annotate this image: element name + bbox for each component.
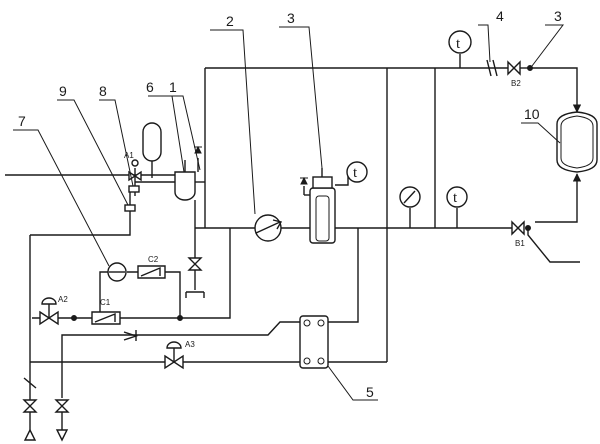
valve-label-a3: A3 xyxy=(185,340,195,349)
valve-label-a2: A2 xyxy=(58,295,68,304)
callout-4: 4 xyxy=(496,8,504,24)
valve-label-a1: A1 xyxy=(124,151,134,160)
filter-column xyxy=(300,168,349,244)
svg-text:t: t xyxy=(456,36,461,52)
valve-icon xyxy=(54,399,70,413)
expansion-vessel-icon xyxy=(142,122,162,162)
sensor-box-9 xyxy=(124,204,136,212)
svg-text:t: t xyxy=(353,165,358,181)
callout-6: 6 xyxy=(146,79,154,95)
valve-b2-icon xyxy=(507,60,521,76)
thermometer-1: t xyxy=(346,161,368,183)
valve-label-b1: B1 xyxy=(515,239,525,248)
valve-b1: B1 xyxy=(511,220,531,248)
callout-7: 7 xyxy=(18,113,26,129)
valve-label-c1: C1 xyxy=(100,298,111,307)
valve-a2-group: A2 C1 xyxy=(39,295,183,326)
thermometer-2: t xyxy=(448,30,472,68)
pressure-gauge xyxy=(399,186,421,228)
plate-heat-exchanger-icon xyxy=(299,315,329,369)
bottom-left-drains xyxy=(22,377,70,442)
callout-8: 8 xyxy=(99,83,107,99)
drain-valve-center xyxy=(187,257,203,271)
main-pipes xyxy=(5,67,580,402)
thermometer-icon xyxy=(446,186,468,208)
callout-3-valve: 3 xyxy=(554,8,562,24)
callout-10: 10 xyxy=(524,106,540,122)
recirc-pump: C2 xyxy=(107,255,166,282)
valve-a1-icon xyxy=(128,170,142,182)
svg-text:t: t xyxy=(453,190,458,206)
thermometer-3: t xyxy=(446,186,468,228)
air-separator-icon xyxy=(174,171,196,201)
tank-icon xyxy=(556,111,598,173)
callout-9: 9 xyxy=(59,83,67,99)
callout-5: 5 xyxy=(366,384,374,400)
callout-numbers: 1 2 3 3 4 5 6 7 8 9 10 xyxy=(18,8,562,400)
thermometer-icon xyxy=(448,30,472,54)
main-pump xyxy=(254,214,283,242)
valve-label-b2: B2 xyxy=(511,79,521,88)
storage-tank xyxy=(556,104,598,182)
callout-2: 2 xyxy=(226,13,234,29)
callout-3-filter: 3 xyxy=(287,10,295,26)
callout-1: 1 xyxy=(169,79,177,95)
valve-icon xyxy=(22,399,38,413)
plate-heat-exchanger xyxy=(299,315,329,369)
sensor-box-8 xyxy=(128,185,140,193)
valve-icon xyxy=(187,257,203,271)
thermometer-icon xyxy=(346,161,368,183)
check-valve-return xyxy=(123,330,139,341)
callout-leaders xyxy=(13,24,565,401)
expansion-assembly: A1 xyxy=(124,122,205,212)
valve-label-c2: C2 xyxy=(148,255,159,264)
valve-b1-icon xyxy=(511,220,525,236)
top-right-fittings: B2 xyxy=(486,59,533,88)
valve-a3-group: A3 xyxy=(164,340,195,370)
